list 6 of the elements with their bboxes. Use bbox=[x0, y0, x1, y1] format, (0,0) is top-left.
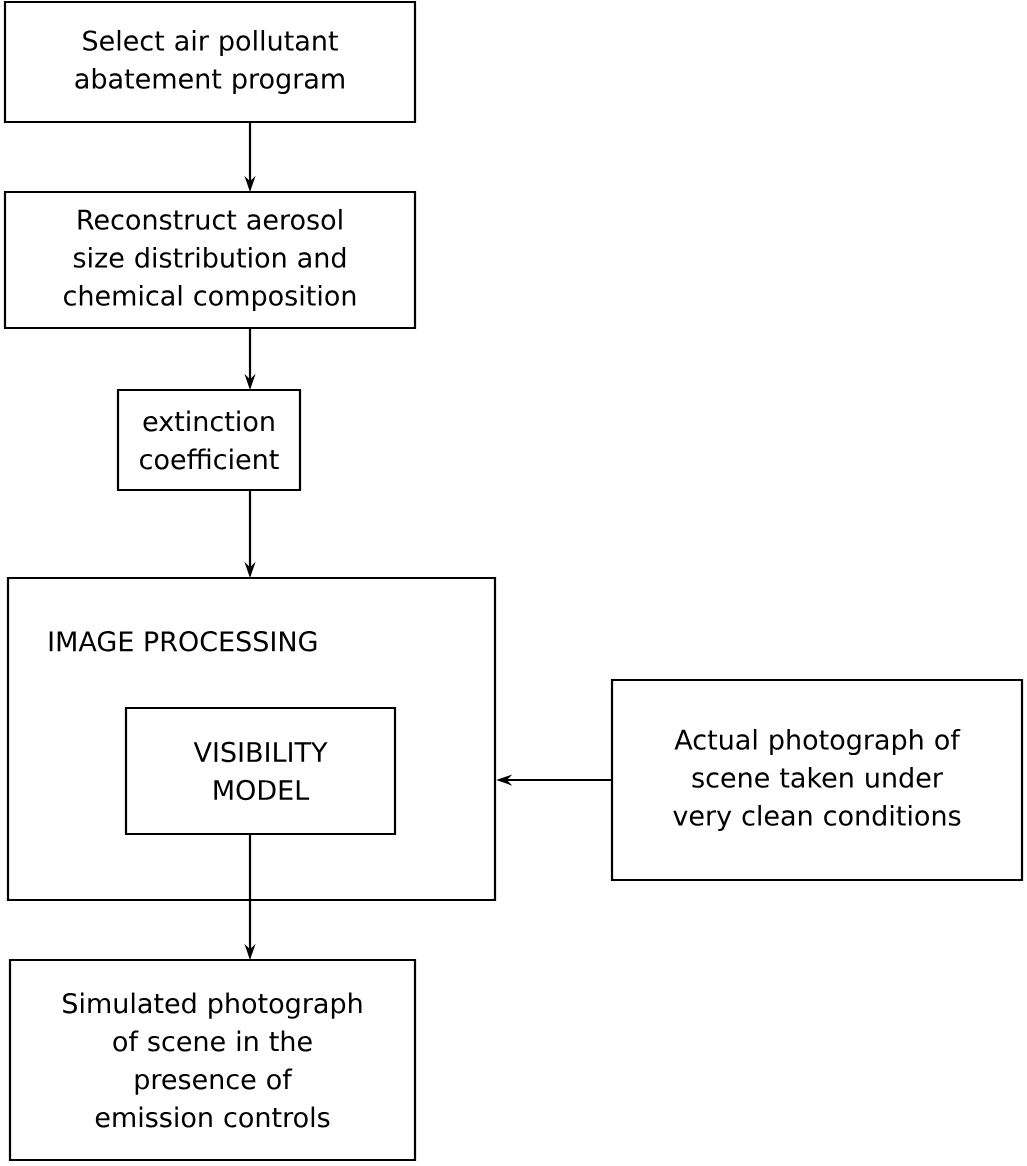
process-box: Simulated photograph of scene in the presence of emission controls bbox=[8, 958, 417, 1162]
model-box: VISIBILITY MODEL bbox=[124, 706, 397, 836]
process-box: Select air pollutant abatement program bbox=[3, 0, 417, 124]
process-box: Reconstruct aerosol size distribution and chemical composition bbox=[3, 190, 417, 330]
process-box: extinction coefficient bbox=[116, 388, 302, 492]
process-box: Actual photograph of scene taken under very clean conditions bbox=[610, 678, 1024, 882]
